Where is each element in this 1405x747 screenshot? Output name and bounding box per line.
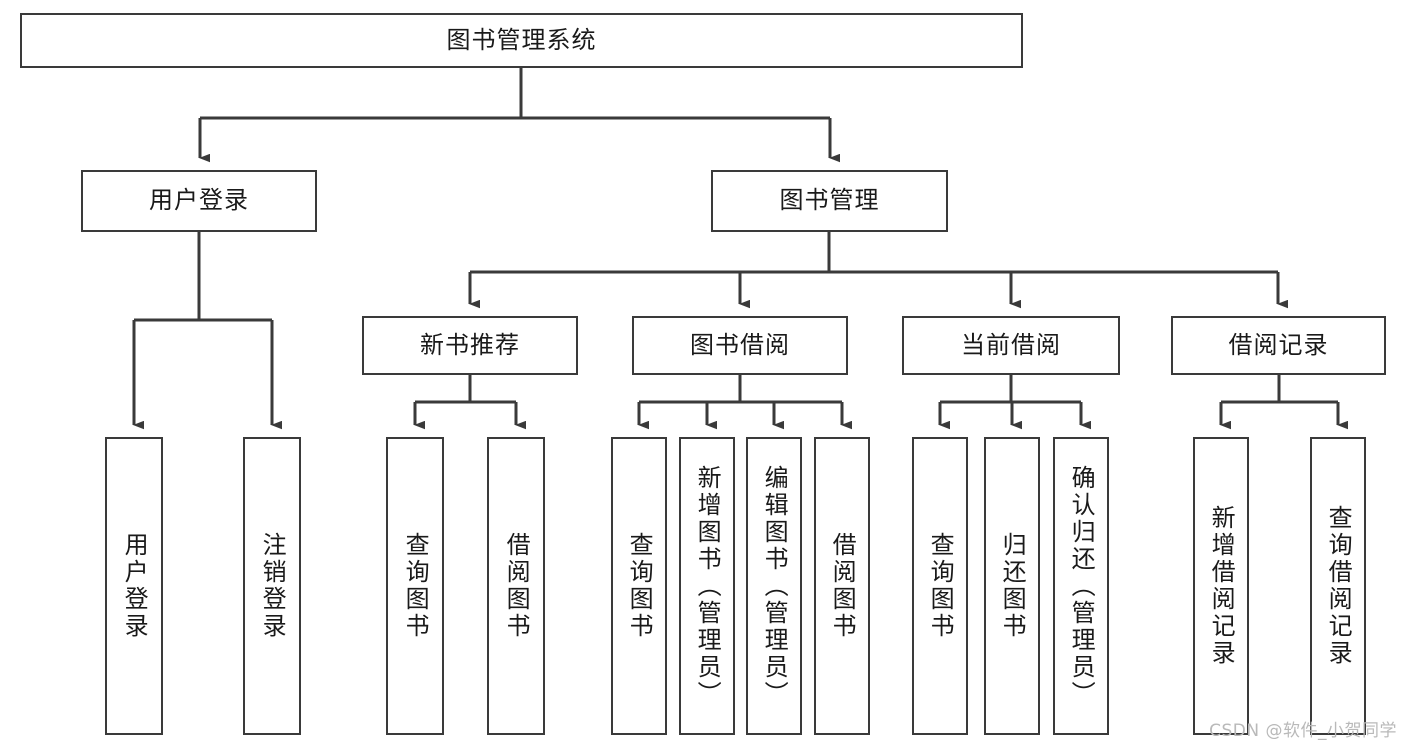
node-book-borrow-label: 图书借阅 [690, 330, 790, 359]
node-borrow-record-label: 借阅记录 [1228, 330, 1329, 359]
node-leaf-borrow-book-label: 借阅图书 [828, 532, 857, 640]
node-leaf-query-book-borrow[interactable]: 查询图书 [611, 437, 667, 735]
node-user-login[interactable]: 用户登录 [81, 170, 317, 232]
watermark-text: CSDN @软件_小贺同学 [1209, 721, 1397, 741]
node-leaf-query-book-borrow-label: 查询图书 [625, 532, 654, 640]
node-current-borrow-label: 当前借阅 [961, 330, 1061, 359]
node-book-manage[interactable]: 图书管理 [711, 170, 948, 232]
node-leaf-confirm-return[interactable]: 确认归还（管理员） [1053, 437, 1109, 735]
node-user-login-label: 用户登录 [149, 186, 249, 215]
node-book-borrow[interactable]: 图书借阅 [632, 316, 848, 375]
node-leaf-add-record-label: 新增借阅记录 [1207, 505, 1236, 667]
node-leaf-add-record[interactable]: 新增借阅记录 [1193, 437, 1249, 735]
node-root-label: 图书管理系统 [446, 25, 597, 54]
node-leaf-add-book-label: 新增图书（管理员） [693, 464, 722, 708]
node-leaf-edit-book-label: 编辑图书（管理员） [760, 464, 789, 708]
node-leaf-query-record[interactable]: 查询借阅记录 [1310, 437, 1366, 735]
node-current-borrow[interactable]: 当前借阅 [902, 316, 1120, 375]
node-leaf-query-record-label: 查询借阅记录 [1324, 505, 1353, 667]
node-leaf-add-book[interactable]: 新增图书（管理员） [679, 437, 735, 735]
node-new-book-recommend[interactable]: 新书推荐 [362, 316, 578, 375]
node-leaf-borrow-book-rec[interactable]: 借阅图书 [487, 437, 545, 735]
node-new-book-recommend-label: 新书推荐 [420, 330, 520, 359]
node-leaf-borrow-book[interactable]: 借阅图书 [814, 437, 870, 735]
node-leaf-borrow-book-rec-label: 借阅图书 [502, 532, 531, 640]
node-leaf-query-book-cur[interactable]: 查询图书 [912, 437, 968, 735]
node-leaf-query-book-rec-label: 查询图书 [401, 532, 430, 640]
node-book-manage-label: 图书管理 [779, 186, 880, 215]
node-borrow-record[interactable]: 借阅记录 [1171, 316, 1386, 375]
node-leaf-return-book-label: 归还图书 [998, 532, 1027, 640]
node-leaf-logout-label: 注销登录 [258, 532, 287, 640]
node-leaf-query-book-rec[interactable]: 查询图书 [386, 437, 444, 735]
node-root[interactable]: 图书管理系统 [20, 13, 1023, 68]
node-leaf-confirm-return-label: 确认归还（管理员） [1067, 464, 1096, 708]
node-leaf-logout[interactable]: 注销登录 [243, 437, 301, 735]
node-leaf-query-book-cur-label: 查询图书 [926, 532, 955, 640]
node-leaf-user-login[interactable]: 用户登录 [105, 437, 163, 735]
node-leaf-return-book[interactable]: 归还图书 [984, 437, 1040, 735]
node-leaf-user-login-label: 用户登录 [120, 532, 149, 640]
node-leaf-edit-book[interactable]: 编辑图书（管理员） [746, 437, 802, 735]
